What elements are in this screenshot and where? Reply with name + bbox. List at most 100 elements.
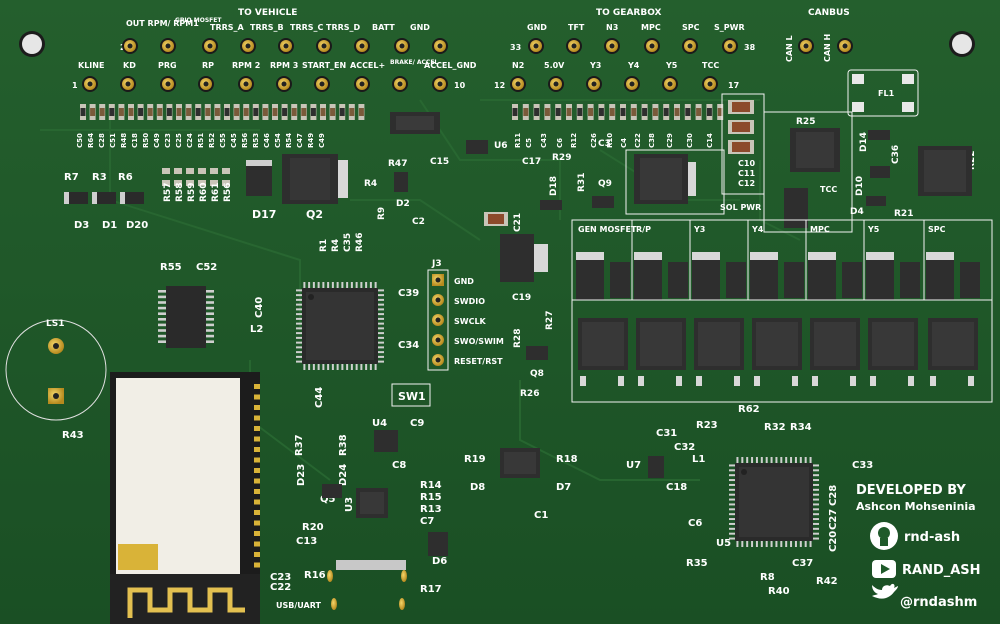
smd-resistor [210,168,218,186]
smd-resistor [195,104,202,120]
smd-resistor [186,168,194,186]
ref-label: C17 [522,157,541,167]
tcc-label: TCC [820,185,837,194]
pin-label: TRRS_C [290,23,324,32]
through-hole-pad [160,38,176,54]
pin-label: ACCEL+ [350,61,385,70]
mosfet [692,252,720,300]
through-hole-pad [354,38,370,54]
diode [960,262,980,298]
pin-label: Y5 [665,61,678,70]
diode-d1 [92,192,116,204]
transistor-tcc [790,128,840,172]
regulator-right [918,146,972,196]
diode [726,262,746,298]
smd-resistor [641,104,648,120]
diode [610,262,630,298]
header-canbus: CANBUS [808,8,850,18]
ref-label: R15 [420,492,442,503]
mcu-chip [296,282,384,370]
sol-pwr-label: SOL PWR [720,203,761,212]
through-hole-pad [354,76,370,92]
pin-label: Y3 [589,61,601,70]
youtube-icon [872,560,896,578]
mosfet-channel-label: Y3 [693,225,705,234]
ref-label: U7 [626,460,641,471]
pin-label: KLINE [78,61,104,70]
ref-label: C55 [219,133,227,148]
ref-label: C29 [666,133,674,148]
ref-label: C10 [738,159,755,168]
ref-label: C36 [891,145,901,164]
mosfet [926,252,954,300]
fuse-label: FL1 [878,89,895,98]
pin-label: CAN L [785,35,794,62]
pin-label: BRAKE/ ACCEL [390,59,438,66]
ref-label: R29 [552,153,571,163]
pin-label: S_PWR [714,23,745,32]
ref-label: R23 [696,420,718,431]
transistor-q5 [322,484,342,498]
smd-resistor [544,104,551,120]
ref-label: C26 [590,133,598,148]
pin-label: KD [123,61,136,70]
ref-label: R1 [319,239,329,252]
debug-pin [432,274,444,286]
pin-label: START_EN [302,61,346,70]
chip-u4 [374,430,398,452]
diode [668,262,688,298]
chip-soic [158,286,214,348]
ref-label: C45 [230,133,238,148]
ref-label: R26 [520,389,539,399]
diode-d2 [394,172,408,192]
ref-label: R12 [570,133,578,148]
ref-label: C44 [314,387,325,408]
ref-label: U3 [344,497,355,512]
smd-resistor [156,104,163,120]
regulator-mid [500,234,548,282]
through-hole-pad [394,38,410,54]
smd-resistor [339,104,346,120]
smd-resistor [137,104,144,120]
ref-label: D10 [855,176,865,196]
ref-label: D18 [549,176,559,196]
ref-label: D4 [850,207,864,217]
pin-label: PRG [158,61,177,70]
ref-label: Q9 [598,179,612,189]
ref-label: C25 [175,133,183,148]
ref-label: R55 [160,262,182,273]
power-mosfet [810,318,860,386]
diode-d17 [246,160,272,196]
component-tcc-sub [784,188,808,228]
chip-u6 [390,112,440,134]
through-hole-pad [566,38,582,54]
ref-label: L1 [692,454,705,465]
ref-label: C33 [852,460,873,471]
ref-label: R16 [304,570,326,581]
ref-label: C2 [412,217,425,227]
diode-d18 [540,200,562,210]
ref-label: R35 [686,558,708,569]
smd-resistor [198,168,206,186]
credits-author: Ashcon Mohseninia [856,500,976,513]
smd-resistor [222,168,230,186]
ref-label: R10 [606,133,614,148]
ref-label: D3 [74,220,89,231]
ref-label: LS1 [46,319,64,329]
ref-label: R48 [120,133,128,148]
ref-label: C13 [296,536,317,547]
power-mosfet [752,318,802,386]
mosfet-channel-label: GEN MOSFET [578,225,637,234]
smd-resistor [320,104,326,120]
through-hole-pad [392,76,408,92]
pin-label: MPC [641,23,661,32]
ref-label: R59 [187,183,197,202]
ref-label: C1 [534,510,548,521]
through-hole-pad [122,38,138,54]
ref-label: L2 [250,324,263,335]
ref-label: SW1 [398,390,426,403]
through-hole-pad [722,38,738,54]
mosfet-array-outline [571,219,993,403]
diode [900,262,920,298]
mounting-hole [19,31,45,57]
